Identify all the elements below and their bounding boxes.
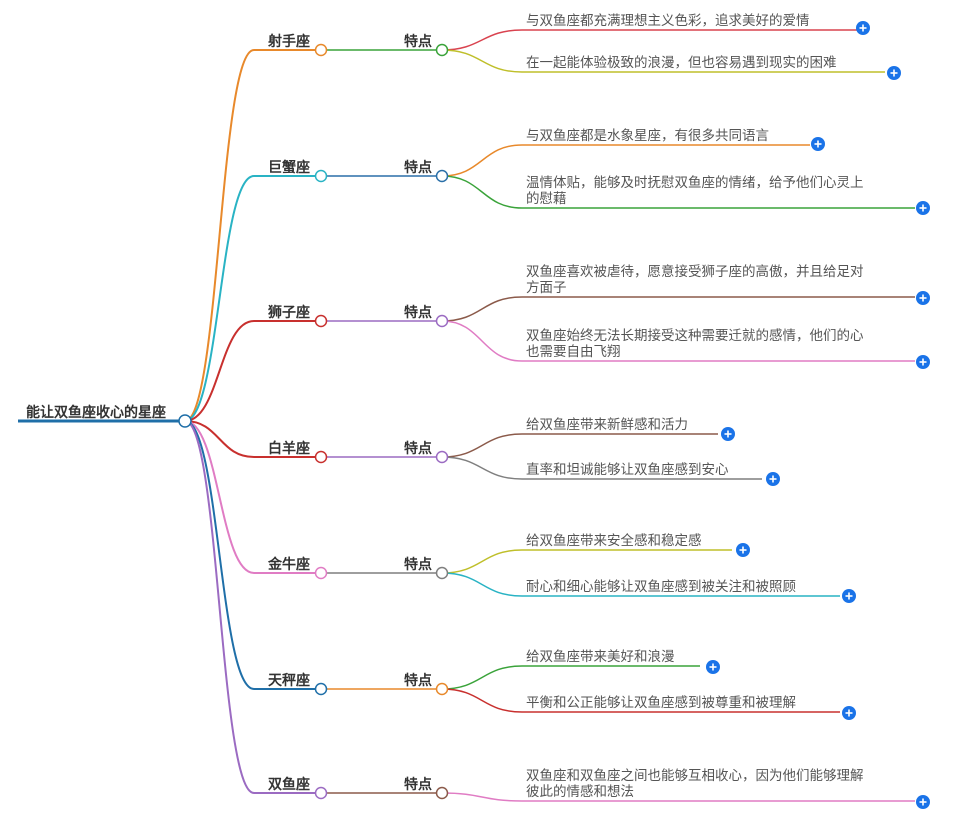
- leaf-link: [441, 549, 732, 574]
- plus-circle-icon[interactable]: [811, 137, 825, 151]
- leaf-topic[interactable]: 也需要自由飞翔: [526, 344, 621, 360]
- leaf-topic[interactable]: 温情体贴，能够及时抚慰双鱼座的情绪，给予他们心灵上: [526, 174, 864, 191]
- branch-topic[interactable]: 巨蟹座: [268, 159, 310, 176]
- plus-circle-icon[interactable]: [916, 355, 930, 369]
- plus-circle-icon[interactable]: [706, 660, 720, 674]
- leaf-link: [441, 175, 915, 209]
- branch-collapse-toggle[interactable]: [314, 450, 328, 464]
- branch-link: [184, 175, 321, 422]
- branch-link: [184, 420, 321, 690]
- leaf-link: [441, 433, 718, 458]
- leaf-link: [441, 688, 840, 713]
- mind-map-nodes: 能让双鱼座收心的星座射手座特点与双鱼座都充满理想主义色彩，追求美好的爱情在一起能…: [26, 12, 930, 809]
- plus-circle-icon[interactable]: [842, 706, 856, 720]
- branch-collapse-toggle[interactable]: [314, 682, 328, 696]
- sub-topic[interactable]: 特点: [404, 304, 432, 321]
- plus-circle-icon[interactable]: [887, 66, 901, 80]
- sub-topic[interactable]: 特点: [404, 159, 432, 176]
- sub-topic[interactable]: 特点: [404, 672, 432, 689]
- branch-topic[interactable]: 天秤座: [268, 672, 310, 689]
- leaf-topic[interactable]: 的慰藉: [526, 190, 567, 207]
- leaf-link: [441, 792, 915, 802]
- sub-collapse-toggle[interactable]: [435, 682, 449, 696]
- leaf-topic[interactable]: 平衡和公正能够让双鱼座感到被尊重和被理解: [526, 694, 796, 711]
- plus-circle-icon[interactable]: [916, 291, 930, 305]
- leaf-link: [441, 456, 762, 480]
- leaf-link: [441, 144, 810, 177]
- leaf-link: [441, 320, 915, 362]
- branch-topic[interactable]: 射手座: [267, 33, 310, 50]
- leaf-topic[interactable]: 直率和坦诚能够让双鱼座感到安心: [526, 461, 729, 478]
- sub-topic[interactable]: 特点: [404, 776, 432, 793]
- branch-collapse-toggle[interactable]: [314, 43, 328, 57]
- root-collapse-toggle[interactable]: [178, 414, 192, 428]
- plus-circle-icon[interactable]: [916, 795, 930, 809]
- sub-collapse-toggle[interactable]: [435, 314, 449, 328]
- plus-circle-icon[interactable]: [916, 201, 930, 215]
- branch-link: [184, 420, 321, 458]
- sub-collapse-toggle[interactable]: [435, 169, 449, 183]
- leaf-link: [441, 49, 885, 73]
- plus-circle-icon[interactable]: [736, 543, 750, 557]
- leaf-link: [441, 572, 840, 597]
- sub-topic[interactable]: 特点: [404, 556, 432, 573]
- leaf-topic[interactable]: 方面子: [526, 280, 567, 296]
- leaf-topic[interactable]: 给双鱼座带来安全感和稳定感: [526, 532, 702, 549]
- plus-circle-icon[interactable]: [721, 427, 735, 441]
- leaf-topic[interactable]: 给双鱼座带来新鲜感和活力: [526, 416, 688, 433]
- mind-map-links: [18, 29, 915, 802]
- sub-collapse-toggle[interactable]: [435, 43, 449, 57]
- root-topic[interactable]: 能让双鱼座收心的星座: [26, 404, 166, 421]
- branch-link: [184, 320, 321, 422]
- branch-link: [184, 49, 321, 422]
- sub-collapse-toggle[interactable]: [435, 450, 449, 464]
- sub-collapse-toggle[interactable]: [435, 786, 449, 800]
- branch-topic[interactable]: 狮子座: [267, 304, 310, 321]
- branch-collapse-toggle[interactable]: [314, 786, 328, 800]
- branch-collapse-toggle[interactable]: [314, 314, 328, 328]
- branch-topic[interactable]: 白羊座: [268, 440, 310, 457]
- leaf-topic[interactable]: 与双鱼座都充满理想主义色彩，追求美好的爱情: [526, 12, 810, 29]
- leaf-link: [441, 296, 915, 322]
- leaf-topic[interactable]: 在一起能体验极致的浪漫，但也容易遇到现实的困难: [526, 54, 837, 71]
- branch-link: [184, 420, 321, 794]
- leaf-link: [441, 29, 860, 51]
- branch-collapse-toggle[interactable]: [314, 566, 328, 580]
- branch-topic[interactable]: 金牛座: [267, 556, 310, 573]
- branch-topic[interactable]: 双鱼座: [268, 776, 310, 793]
- branch-link: [184, 420, 321, 574]
- leaf-link: [441, 665, 700, 690]
- sub-collapse-toggle[interactable]: [435, 566, 449, 580]
- leaf-topic[interactable]: 耐心和细心能够让双鱼座感到被关注和被照顾: [526, 578, 796, 595]
- leaf-topic[interactable]: 双鱼座喜欢被虐待，愿意接受狮子座的高傲，并且给足对: [526, 263, 864, 280]
- plus-circle-icon[interactable]: [842, 589, 856, 603]
- leaf-topic[interactable]: 给双鱼座带来美好和浪漫: [526, 648, 675, 665]
- plus-circle-icon[interactable]: [856, 21, 870, 35]
- leaf-topic[interactable]: 彼此的情感和想法: [526, 783, 634, 800]
- leaf-topic[interactable]: 双鱼座始终无法长期接受这种需要迁就的感情，他们的心: [526, 327, 864, 344]
- branch-collapse-toggle[interactable]: [314, 169, 328, 183]
- sub-topic[interactable]: 特点: [404, 33, 432, 50]
- plus-circle-icon[interactable]: [766, 472, 780, 486]
- sub-topic[interactable]: 特点: [404, 440, 432, 457]
- leaf-topic[interactable]: 与双鱼座都是水象星座，有很多共同语言: [526, 127, 769, 144]
- leaf-topic[interactable]: 双鱼座和双鱼座之间也能够互相收心，因为他们能够理解: [526, 767, 864, 784]
